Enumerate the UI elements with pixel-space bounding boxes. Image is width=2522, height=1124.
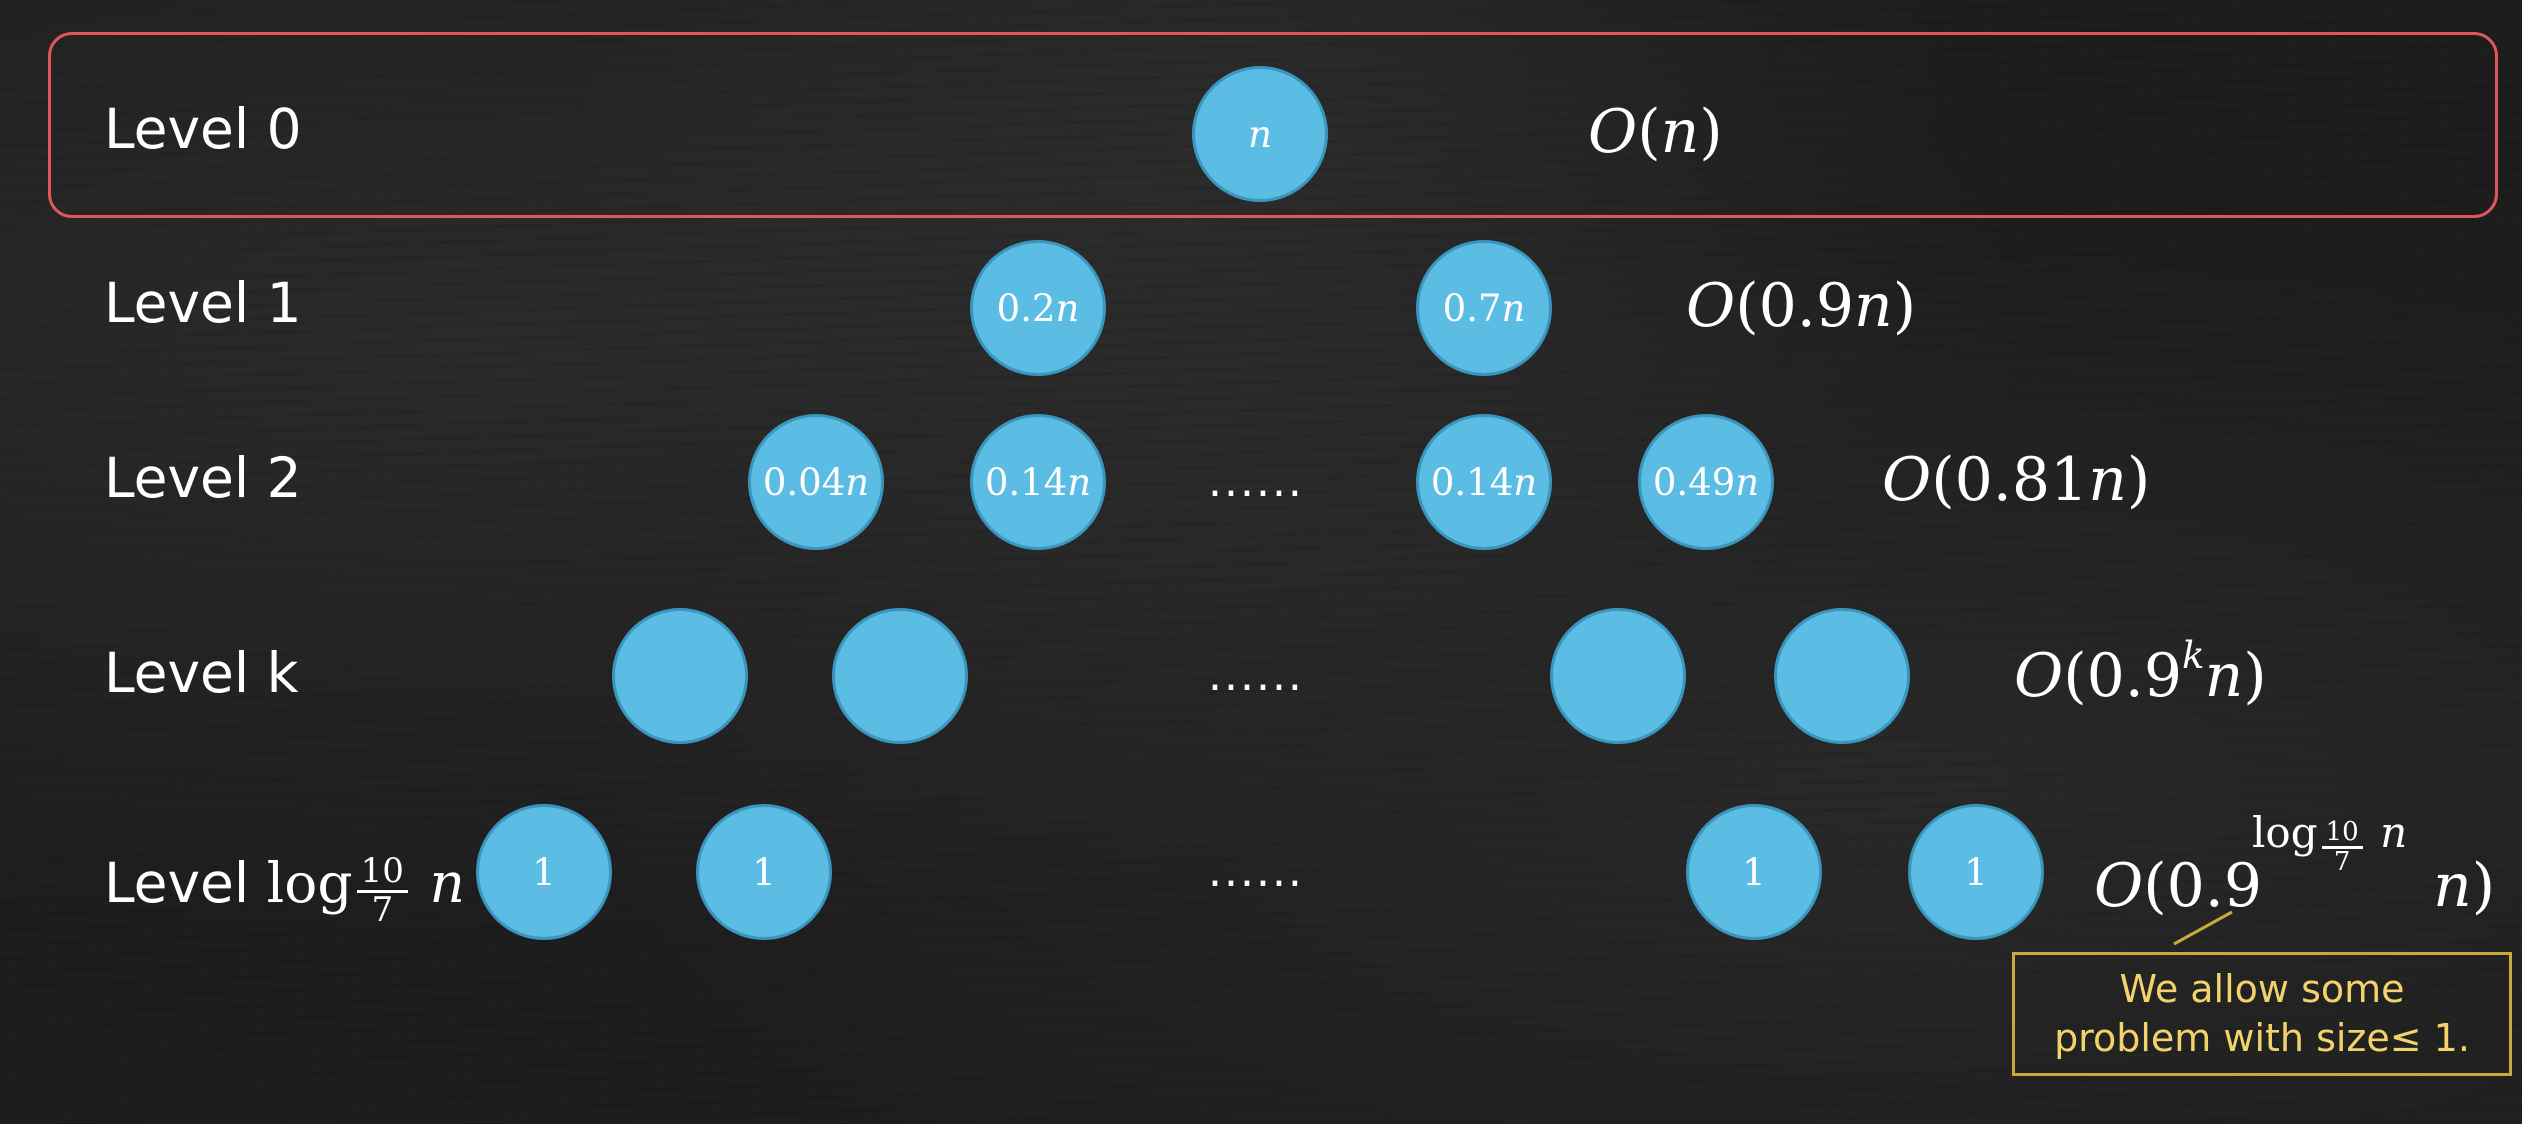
tree-node: 1 — [1686, 804, 1822, 940]
note-line-1: We allow some — [2119, 966, 2405, 1011]
level-2-cost: O(0.81n) — [1882, 445, 2151, 515]
tree-node: 1 — [476, 804, 612, 940]
tree-node — [612, 608, 748, 744]
ellipsis: ...... — [1208, 846, 1304, 897]
tree-node — [1774, 608, 1910, 744]
ellipsis: ...... — [1208, 650, 1304, 701]
tree-node: 1 — [1908, 804, 2044, 940]
level-k-cost: O(0.9kn) — [2014, 633, 2267, 711]
level-0-highlight — [48, 32, 2498, 218]
level-1-cost: O(0.9n) — [1686, 271, 1917, 341]
ellipsis: ...... — [1208, 456, 1304, 507]
level-2-label: Level 2 — [104, 446, 302, 510]
tree-node: 1 — [696, 804, 832, 940]
level-1-label: Level 1 — [104, 271, 302, 335]
tree-node: n — [1192, 66, 1328, 202]
level-0-cost: O(n) — [1588, 97, 1723, 167]
tree-node — [1550, 608, 1686, 744]
size-note: We allow some problem with size≤ 1. — [2012, 952, 2512, 1076]
note-line-2: problem with size≤ 1. — [2054, 1016, 2470, 1060]
level-k-label: Level k — [104, 641, 299, 705]
tree-node — [832, 608, 968, 744]
level-log-cost: O(0.9 n) — [2094, 851, 2496, 921]
level-0-label: Level 0 — [104, 97, 302, 161]
